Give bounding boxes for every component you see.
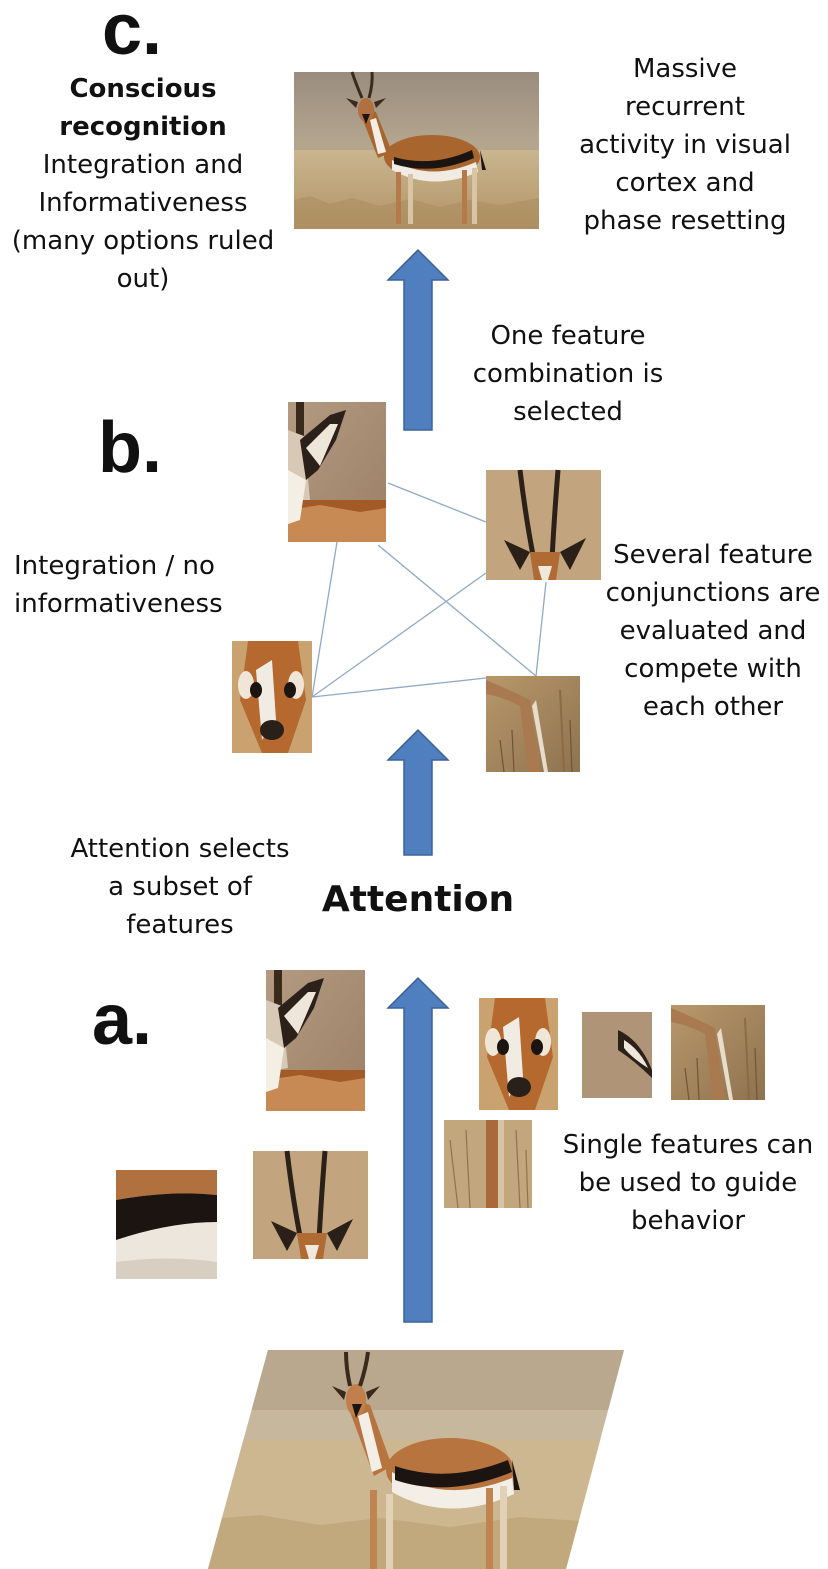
text-line: out): [116, 264, 170, 294]
panel-a-right-text: Single features can be used to guide beh…: [552, 1126, 824, 1240]
panel-c-label: c.: [102, 0, 163, 70]
attention-label: Attention: [321, 879, 515, 920]
arrow-a-to-b: [386, 976, 450, 1323]
text-line: evaluated and: [619, 616, 807, 646]
panel-c-left-text: Conscious recognition Integration and In…: [0, 70, 286, 298]
feature-network-lines: [311, 482, 547, 698]
gazelle-crop-horns: [253, 1150, 368, 1259]
text-line: Integration and: [42, 150, 244, 180]
text-line: Several feature: [613, 540, 813, 570]
panel-b-label: b.: [98, 408, 162, 488]
text-line: Integration / no: [14, 551, 215, 581]
conscious-label: Conscious: [69, 74, 217, 104]
arrow-b-to-c: [386, 248, 450, 431]
gazelle-crop-stripe: [116, 1170, 217, 1279]
text-line: informativeness: [14, 589, 223, 619]
arrow-attention: [386, 728, 450, 856]
panel-b-left-text: Integration / no informativeness: [14, 547, 244, 623]
text-line: conjunctions are: [605, 578, 821, 608]
gazelle-crop-ear: [582, 1012, 652, 1098]
text-line: Massive: [632, 54, 738, 84]
text-line: phase resetting: [583, 206, 787, 236]
text-line: (many options ruled: [11, 226, 275, 256]
text-line: combination is: [472, 359, 664, 389]
gazelle-crop-head: [288, 402, 386, 542]
gazelle-image: [208, 1350, 624, 1569]
text-line: Attention selects: [70, 834, 290, 864]
text-line: each other: [642, 692, 784, 722]
gazelle-crop-face: [232, 641, 312, 753]
text-line: selected: [513, 397, 623, 427]
text-line: Informativeness: [38, 188, 248, 218]
gazelle-image: [294, 71, 539, 229]
text-line: Single features can: [562, 1130, 814, 1160]
text-line: a subset of: [108, 872, 252, 902]
panel-a-label: a.: [92, 980, 153, 1060]
panel-b-right-text: Several feature conjunctions are evaluat…: [598, 536, 828, 726]
gazelle-crop-head: [266, 970, 365, 1111]
text-line: One feature: [490, 321, 646, 351]
text-line: activity in visual: [579, 130, 791, 160]
text-line: behavior: [630, 1206, 746, 1236]
panel-c-right-text: Massive recurrent activity in visual cor…: [560, 50, 810, 240]
text-line: features: [126, 910, 234, 940]
panel-b-top-text: One feature combination is selected: [450, 317, 686, 431]
gazelle-crop-grass: [444, 1120, 532, 1209]
recognition-label: recognition: [59, 112, 227, 142]
gazelle-crop-horns: [486, 469, 601, 580]
text-line: compete with: [624, 654, 802, 684]
text-line: cortex and: [615, 168, 755, 198]
text-line: recurrent: [625, 92, 745, 122]
gazelle-crop-leg: [671, 1005, 765, 1101]
attention-left-text: Attention selects a subset of features: [60, 830, 300, 944]
gazelle-crop-leg: [486, 676, 580, 773]
text-line: be used to guide: [578, 1168, 798, 1198]
gazelle-crop-face: [479, 998, 558, 1110]
